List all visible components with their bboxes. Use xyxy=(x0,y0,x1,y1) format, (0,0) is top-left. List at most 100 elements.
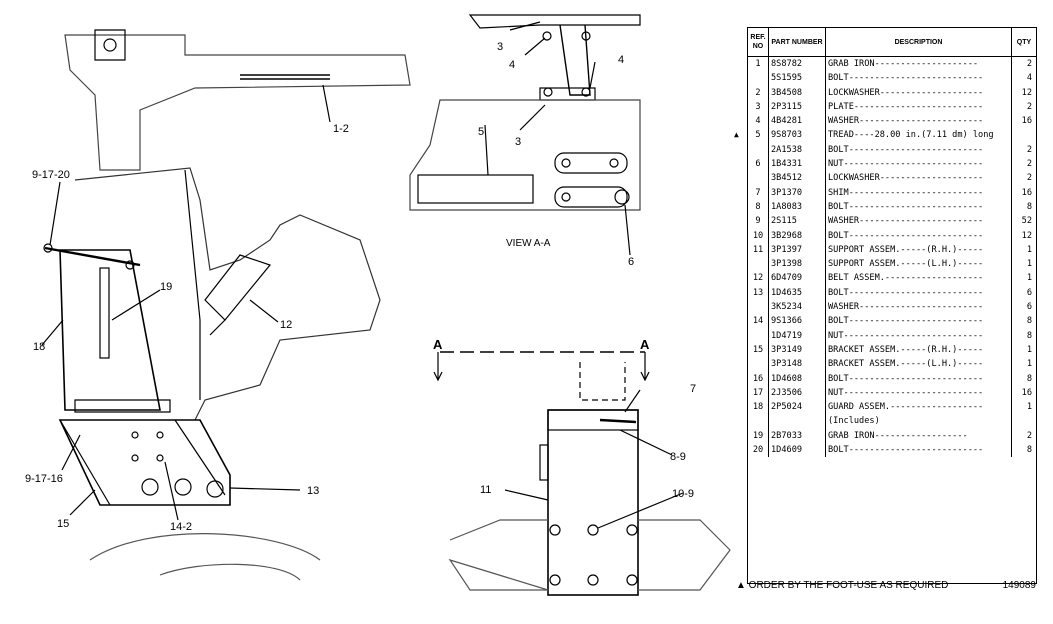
cell-qty: 8 xyxy=(1026,445,1032,456)
callout-9-17-16: 9-17-16 xyxy=(25,473,63,485)
cell-part-number: 1B4331 xyxy=(768,157,826,172)
cell-ref: 1 xyxy=(748,56,769,72)
callout-10-9: 10-9 xyxy=(672,488,694,500)
cell-description: WASHER------------------------ xyxy=(825,300,1012,315)
cell-qty: 6 xyxy=(1026,302,1032,313)
cell-ref: 12 xyxy=(748,271,769,286)
cell-part-number: 1D4635 xyxy=(768,285,826,301)
cell-description: LOCKWASHER-------------------- xyxy=(825,171,1012,186)
cell-qty: 4 xyxy=(1026,73,1032,84)
cell-qty: 2 xyxy=(1026,173,1032,184)
exploded-parts-drawing: 1-2 3 3 4 4 5 6 7 8-9 9-17-20 9-17-16 10… xyxy=(25,14,731,596)
cell-ref xyxy=(748,142,769,158)
cell-ref: 13 xyxy=(748,285,769,301)
cell-ref: 9 xyxy=(748,214,769,229)
callout-4-left: 4 xyxy=(509,59,515,71)
callout-12: 12 xyxy=(280,319,292,331)
view-label: VIEW A-A xyxy=(506,238,551,249)
cell-qty: 12 xyxy=(1021,87,1032,98)
cell-qty: 2 xyxy=(1026,101,1032,112)
cell-part-number: 2S115 xyxy=(768,214,826,229)
callout-15: 15 xyxy=(57,518,69,530)
cell-qty: 2 xyxy=(1026,144,1032,155)
cell-qty: 8 xyxy=(1026,330,1032,341)
header-description: DESCRIPTION xyxy=(825,28,1012,57)
cell-ref: 15 xyxy=(748,342,769,358)
cell-description: BRACKET ASSEM.-----(R.H.)----- xyxy=(825,342,1012,358)
cell-qty: 52 xyxy=(1021,216,1032,227)
cell-qty: 1 xyxy=(1026,402,1032,413)
cell-part-number: 1D4608 xyxy=(768,371,826,386)
cell-qty: 12 xyxy=(1021,230,1032,241)
callout-5: 5 xyxy=(478,126,484,138)
cell-ref: 3 xyxy=(748,99,769,115)
cell-qty: 2 xyxy=(1026,59,1032,69)
cell-part-number: 5S1595 xyxy=(768,71,826,86)
cell-description: LOCKWASHER-------------------- xyxy=(825,85,1012,100)
parts-table-header: REF. NO PART NUMBER DESCRIPTION QTY xyxy=(748,28,1036,57)
cell-ref: 20 xyxy=(748,443,769,458)
callout-7: 7 xyxy=(690,383,696,395)
cell-description: BRACKET ASSEM.-----(L.H.)----- xyxy=(825,357,1012,372)
cell-qty xyxy=(1012,414,1037,428)
cell-ref: 10 xyxy=(748,228,769,243)
cell-ref: 17 xyxy=(748,385,769,401)
cell-qty: 1 xyxy=(1026,344,1032,355)
footer-note: ▲ ORDER BY THE FOOT-USE AS REQUIRED xyxy=(736,580,949,591)
cell-ref: 2 xyxy=(748,85,769,100)
cell-part-number: 4B4281 xyxy=(768,114,826,129)
cell-ref xyxy=(748,300,769,315)
cell-description: BOLT-------------------------- xyxy=(825,285,1012,301)
cell-description: GRAB IRON-------------------- xyxy=(825,56,1012,72)
cell-description: BOLT-------------------------- xyxy=(825,443,1012,458)
cell-ref: 6 xyxy=(748,157,769,172)
cell-part-number: 2A1538 xyxy=(768,142,826,158)
cell-description: BOLT-------------------------- xyxy=(825,142,1012,158)
cell-qty: 8 xyxy=(1026,373,1032,384)
cell-qty: 6 xyxy=(1026,287,1032,298)
callout-19: 19 xyxy=(160,281,172,293)
order-by-foot-mark: ▲ xyxy=(734,130,739,140)
cell-description: BOLT-------------------------- xyxy=(825,228,1012,243)
callout-6: 6 xyxy=(628,256,634,268)
cell-qty: 2 xyxy=(1026,159,1032,170)
cell-qty: 16 xyxy=(1021,187,1032,198)
cell-ref xyxy=(748,414,769,429)
cell-qty: 2 xyxy=(1026,430,1032,441)
cell-description: BOLT-------------------------- xyxy=(825,371,1012,386)
header-ref-no: REF. NO xyxy=(748,28,769,57)
cell-ref xyxy=(748,257,769,272)
cell-description: GUARD ASSEM.------------------ xyxy=(825,400,1012,415)
cell-qty: 8 xyxy=(1026,316,1032,327)
cell-description: BOLT-------------------------- xyxy=(825,71,1012,86)
cell-ref: 7 xyxy=(748,185,769,200)
cell-description: (Includes) xyxy=(825,414,1012,429)
callout-13: 13 xyxy=(307,485,319,497)
callout-11: 11 xyxy=(480,484,491,496)
cell-ref xyxy=(748,71,769,86)
cell-part-number: 3B2968 xyxy=(768,228,826,243)
section-marker-right: A xyxy=(640,337,650,352)
callout-9-17-20: 9-17-20 xyxy=(32,169,70,181)
cell-ref: 14 xyxy=(748,314,769,329)
cell-part-number: 3P3149 xyxy=(768,342,826,358)
drawing-code: 149089 xyxy=(1002,580,1036,591)
